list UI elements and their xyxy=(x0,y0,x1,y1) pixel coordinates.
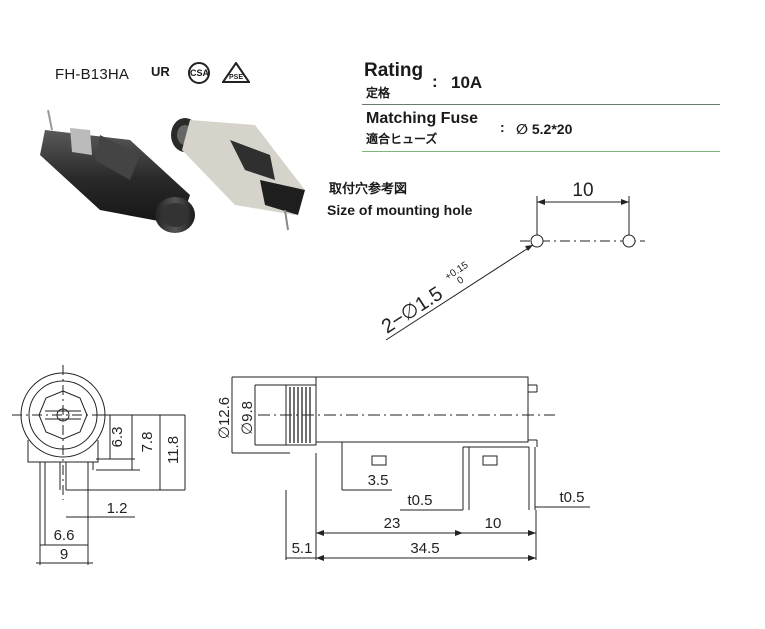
front-dim-7-8: 7.8 xyxy=(139,432,156,453)
spec-divider-bottom xyxy=(362,151,720,152)
holder-left-view xyxy=(40,109,195,233)
side-dim-dia-9-8: ∅9.8 xyxy=(239,401,256,435)
mounting-hole-title-jp: 取付穴参考図 xyxy=(329,181,408,196)
side-dim-34-5: 34.5 xyxy=(410,540,439,557)
front-dim-1-2: 1.2 xyxy=(107,500,128,517)
side-dim-23: 23 xyxy=(384,515,401,532)
front-dim-6-3: 6.3 xyxy=(109,427,126,448)
holder-right-view xyxy=(171,118,305,231)
side-dim-dia-12-6: ∅12.6 xyxy=(216,397,233,439)
csa-mark-icon: CSA xyxy=(188,62,210,84)
rating-separator: : xyxy=(432,72,438,91)
matching-fuse-value: ∅ 5.2*20 xyxy=(516,121,573,137)
front-dim-11-8: 11.8 xyxy=(165,436,182,464)
front-dim-6-6: 6.6 xyxy=(54,527,75,544)
model-number: FH-B13HA xyxy=(55,66,130,83)
rating-value: 10A xyxy=(451,73,483,92)
side-dim-t0-5-left: t0.5 xyxy=(407,492,432,509)
side-dim-3-5: 3.5 xyxy=(368,472,389,489)
side-dim-t0-5-right: t0.5 xyxy=(559,489,584,506)
ur-mark-icon: UR xyxy=(151,64,170,79)
hole-diameter-label: 2−∅1.5 xyxy=(378,283,447,339)
front-dim-9: 9 xyxy=(60,546,68,563)
side-view: ∅12.6 ∅9.8 3.5 t0.5 t0.5 23 10 5.1 34.5 xyxy=(216,376,590,561)
front-view: 6.3 7.8 11.8 1.2 6.6 9 xyxy=(12,365,186,565)
product-photo xyxy=(40,109,305,233)
pse-mark-icon: PSE xyxy=(221,61,251,89)
matching-fuse-separator: : xyxy=(500,119,505,135)
matching-fuse-label-jp: 適合ヒューズ xyxy=(366,132,438,146)
pse-mark-text: PSE xyxy=(229,74,243,81)
hole-tol-lower: 0 xyxy=(455,274,466,286)
rating-label-jp: 定格 xyxy=(366,86,391,100)
mounting-hole-figure: 10 2−∅1.5 +0.15 0 xyxy=(378,180,645,341)
spec-divider-top xyxy=(362,104,720,105)
matching-fuse-label: Matching Fuse xyxy=(366,110,479,127)
side-dim-10: 10 xyxy=(485,515,502,532)
hole-spacing-dim: 10 xyxy=(572,180,593,201)
side-dim-5-1: 5.1 xyxy=(292,540,313,557)
rating-label: Rating xyxy=(364,60,424,81)
mounting-hole-title: Size of mounting hole xyxy=(327,202,473,218)
